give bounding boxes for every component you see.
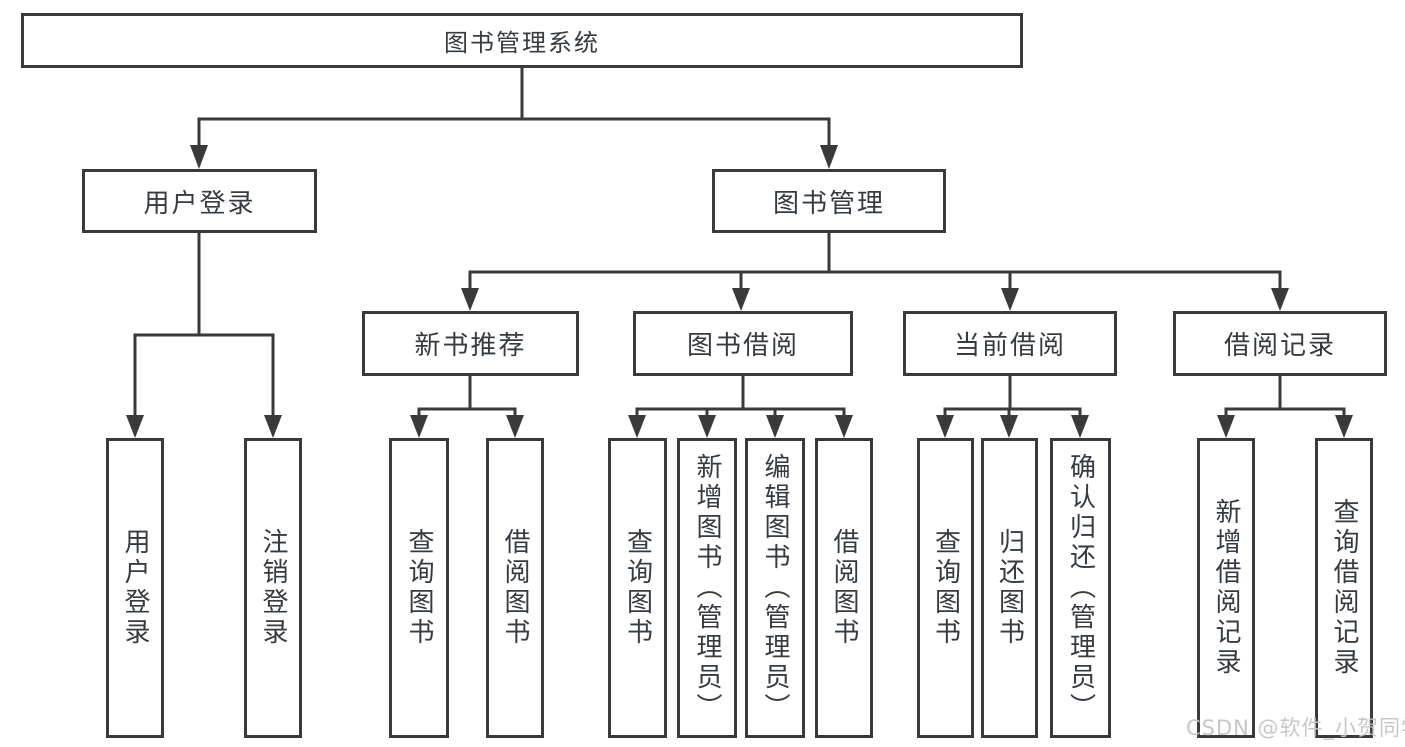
leaf-label: 查询借阅记录: [1329, 498, 1359, 678]
leaf-user-login: 用户登录: [106, 438, 164, 738]
leaf-label: 新增图书（管理员）: [692, 453, 722, 723]
leaf-label: 查询图书: [622, 528, 653, 648]
node-new-book-recommend: 新书推荐: [362, 311, 579, 376]
leaf-bb-add-book-admin: 新增图书（管理员）: [677, 438, 737, 738]
leaf-label: 查询图书: [404, 528, 434, 648]
node-borrow-records: 借阅记录: [1173, 311, 1387, 376]
leaf-cb-query-books: 查询图书: [917, 438, 974, 738]
node-user-login: 用户登录: [82, 169, 317, 233]
leaf-label: 编辑图书（管理员）: [760, 453, 790, 723]
leaf-cb-confirm-return-admin: 确认归还（管理员）: [1050, 438, 1111, 738]
leaf-cb-return-books: 归还图书: [981, 438, 1038, 738]
leaf-bb-edit-book-admin: 编辑图书（管理员）: [745, 438, 805, 738]
leaf-bb-query-books: 查询图书: [608, 438, 667, 738]
leaf-label: 借阅图书: [500, 528, 530, 648]
leaf-label: 查询图书: [930, 528, 961, 648]
leaf-logout: 注销登录: [244, 438, 302, 738]
leaf-label: 确认归还（管理员）: [1065, 453, 1096, 723]
leaf-label: 用户登录: [120, 528, 150, 648]
leaf-bb-borrow-books: 借阅图书: [815, 438, 873, 738]
leaf-label: 借阅图书: [829, 528, 859, 648]
leaf-label: 归还图书: [994, 528, 1025, 648]
csdn-watermark: CSDN @软件_小贺同学: [1186, 716, 1405, 740]
node-label: 图书借阅: [686, 331, 799, 361]
node-label: 当前借阅: [953, 331, 1066, 361]
node-current-borrowing: 当前借阅: [903, 311, 1117, 376]
leaf-br-add-record: 新增借阅记录: [1197, 438, 1255, 738]
node-book-management: 图书管理: [712, 169, 946, 233]
leaf-nb-query-books: 查询图书: [389, 438, 449, 738]
node-book-borrowing: 图书借阅: [633, 311, 853, 376]
leaf-nb-borrow-books: 借阅图书: [486, 438, 544, 738]
node-label: 借阅记录: [1223, 331, 1336, 361]
leaf-br-query-record: 查询借阅记录: [1315, 438, 1373, 738]
node-label: 图书管理: [772, 188, 885, 219]
node-label: 用户登录: [143, 188, 256, 219]
node-root-library-management-system: 图书管理系统: [21, 13, 1023, 68]
leaf-label: 新增借阅记录: [1211, 498, 1241, 678]
node-label: 图书管理系统: [444, 29, 600, 57]
leaf-label: 注销登录: [258, 528, 288, 648]
arrowheads: [126, 145, 1353, 438]
node-label: 新书推荐: [414, 331, 527, 361]
